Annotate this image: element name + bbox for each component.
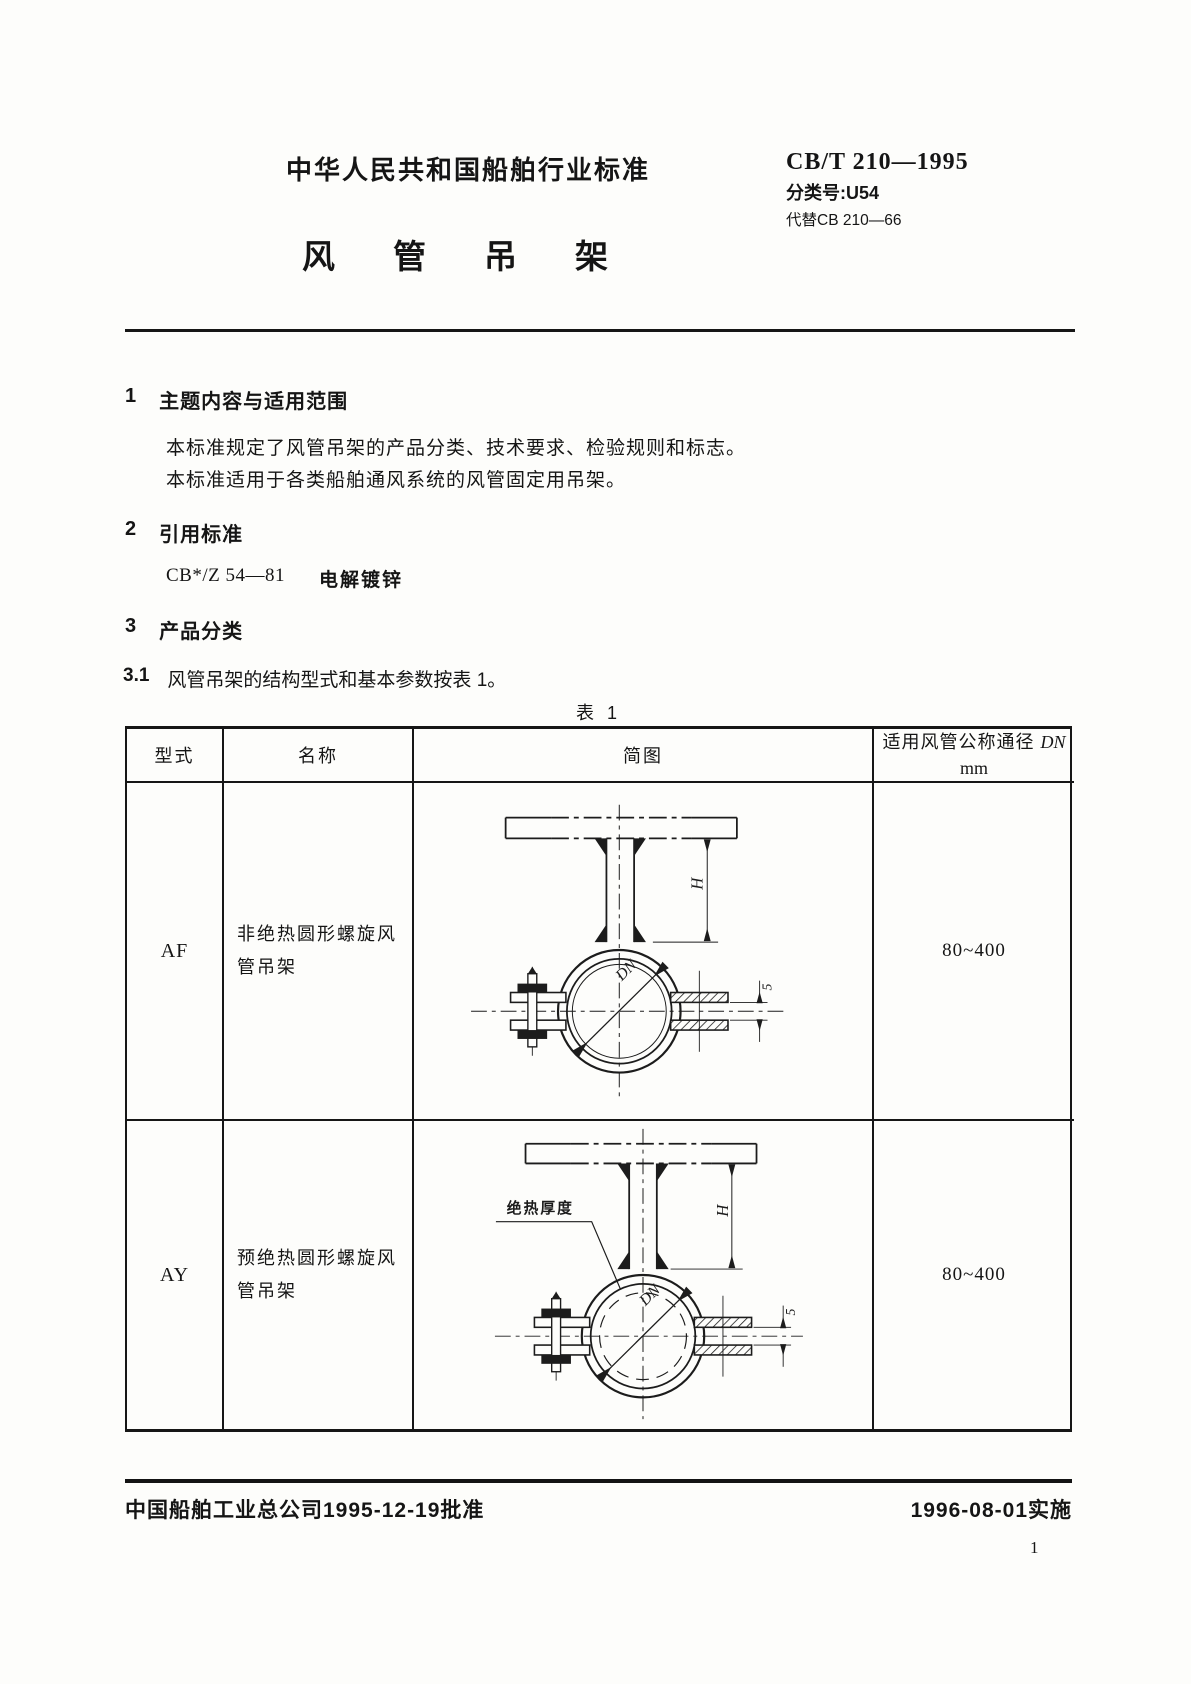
section-3-number: 3	[125, 615, 138, 637]
col-header-dn-unit: mm	[959, 758, 988, 778]
row-ay-type: AY	[127, 1121, 224, 1429]
gap-dimension-label: 5	[783, 1308, 798, 1315]
dn-dimension-line	[596, 1286, 693, 1382]
document-title: 风管吊架	[302, 238, 666, 275]
referenced-standard-line: CB*/Z 54—81 电解镀锌	[166, 565, 403, 592]
dn-dimension-label: DN	[636, 1281, 665, 1310]
duct-outer-circle	[566, 958, 673, 1065]
section-3-title: 产品分类	[159, 621, 244, 643]
h-dimension	[670, 1164, 743, 1270]
issuing-org-line: 中华人民共和国船舶行业标准	[286, 155, 651, 185]
footer-divider	[125, 1479, 1072, 1483]
section-1-heading: 1 主题内容与适用范围	[125, 385, 348, 414]
col-header-name: 名称	[224, 729, 414, 783]
section-2-title: 引用标准	[159, 524, 244, 546]
clamp-band-circle	[580, 1273, 706, 1399]
section-3-heading: 3 产品分类	[125, 615, 243, 644]
classification-number: 分类号:U54	[786, 183, 880, 203]
gap-dimension	[729, 980, 768, 1042]
insulation-leader-line	[495, 1221, 621, 1290]
row-ay-diagram-cell: 绝热厚度 H DN 5	[414, 1121, 874, 1429]
section-1-number: 1	[125, 385, 138, 407]
section-1-paragraph-2: 本标准适用于各类船舶通风系统的风管固定用吊架。	[166, 470, 627, 491]
dn-dimension-line	[572, 961, 669, 1057]
section-1-title: 主题内容与适用范围	[159, 391, 349, 413]
row-af-diagram-cell: H DN 5	[414, 783, 874, 1121]
gap-dimension	[753, 1305, 792, 1367]
deck-beam	[524, 1142, 758, 1165]
row-ay-name: 预绝热圆形螺旋风管吊架	[224, 1121, 414, 1429]
referenced-standard-name: 电解镀锌	[318, 570, 403, 591]
row-ay-dn-range: 80~400	[942, 1264, 1006, 1285]
ay-hanger-diagram: 绝热厚度 H DN 5	[494, 1128, 803, 1420]
insulation-thickness-label: 绝热厚度	[507, 1199, 574, 1217]
clause-3-1-number: 3.1	[123, 665, 150, 686]
replaces-note: 代替CB 210—66	[786, 212, 902, 229]
dn-dimension-label: DN	[612, 956, 641, 985]
clamp-bolt	[541, 1291, 571, 1381]
weld-fillets	[594, 838, 646, 943]
row-af-dn-range: 80~400	[874, 783, 1074, 1121]
deck-beam	[504, 816, 738, 840]
h-dimension	[652, 839, 719, 943]
h-dimension-label: H	[687, 877, 706, 891]
clamp-bolt	[517, 966, 548, 1056]
h-dimension-label: H	[713, 1204, 732, 1218]
header-divider	[125, 329, 1075, 332]
row-af-type: AF	[127, 783, 224, 1121]
insulation-outer-circle	[589, 1282, 697, 1390]
hanger-stem	[628, 1163, 658, 1270]
af-hanger-diagram: H DN 5	[471, 804, 786, 1100]
col-header-diagram: 简图	[414, 729, 874, 783]
page-number: 1	[1030, 1538, 1039, 1557]
col-header-type: 型式	[127, 729, 224, 783]
clause-3-1-text: 风管吊架的结构型式和基本参数按表 1。	[167, 670, 507, 691]
clamp-band-circle	[556, 948, 682, 1074]
col-header-dn-symbol: DN	[1040, 732, 1066, 752]
col-header-dn-prefix: 适用风管公称通径	[882, 732, 1035, 752]
hanger-stem	[605, 838, 635, 943]
approval-line: 中国船舶工业总公司1995-12-19批准	[125, 1499, 485, 1522]
table-caption: 表 1	[575, 703, 621, 723]
implementation-line: 1996-08-01实施	[910, 1499, 1072, 1522]
clause-3-1: 3.1 风管吊架的结构型式和基本参数按表 1。	[123, 665, 506, 692]
section-2-heading: 2 引用标准	[125, 518, 243, 547]
section-1-paragraph-1: 本标准规定了风管吊架的产品分类、技术要求、检验规则和标志。	[166, 438, 747, 459]
section-2-number: 2	[125, 518, 138, 540]
row-af-name: 非绝热圆形螺旋风管吊架	[224, 783, 414, 1121]
gap-dimension-label: 5	[759, 984, 774, 991]
referenced-standard-code: CB*/Z 54—81	[166, 565, 285, 586]
standard-code-block: CB/T 210—1995 分类号:U54 代替CB 210—66	[786, 146, 969, 234]
standard-code: CB/T 210—1995	[786, 149, 969, 175]
